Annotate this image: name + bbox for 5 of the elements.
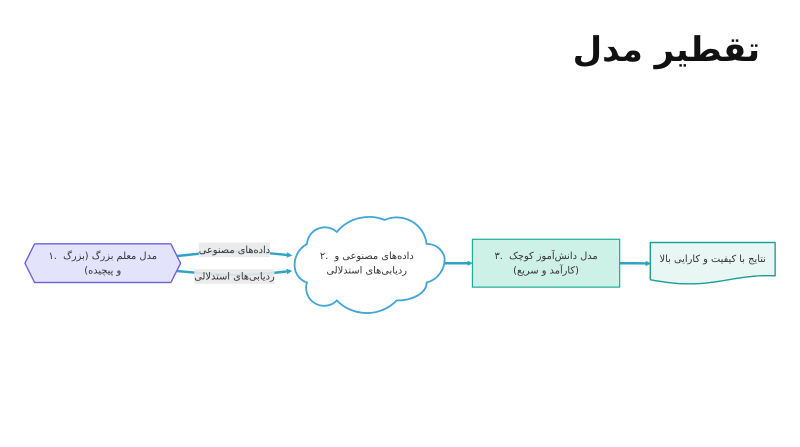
edge-label: ردیابی‌های استدلالی (194, 270, 275, 282)
title: تقطیر مدل (572, 30, 760, 70)
edge-label: داده‌های مصنوعی (198, 244, 270, 256)
arrow (620, 260, 651, 266)
node-box: ۳. مدل دانش‌آموز کوچک (کارآمد و سریع) (472, 238, 620, 288)
